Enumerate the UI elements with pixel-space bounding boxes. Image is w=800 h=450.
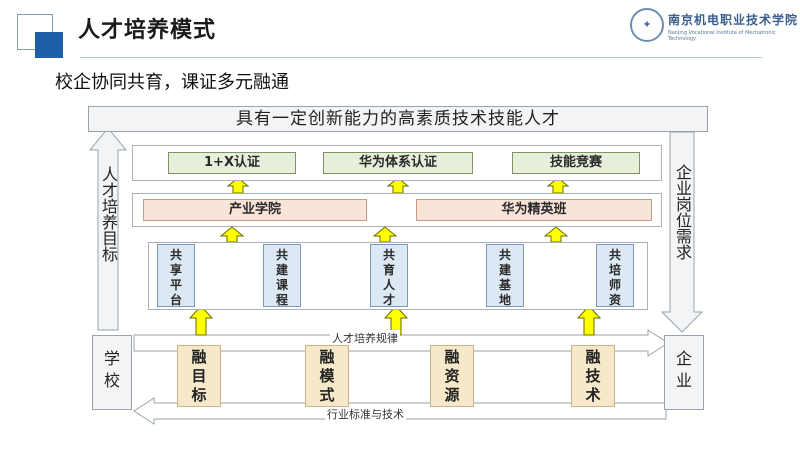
integration-item: 融技术 [571, 345, 615, 407]
flow-top-label: 人才培养规律 [330, 330, 400, 346]
school-text: 学校 [103, 349, 120, 390]
left-vertical-label: 人才培养目标 [98, 166, 118, 267]
co-build-item: 共建基地 [486, 244, 524, 307]
platform-item: 华为精英班 [416, 199, 652, 221]
left-vertical-text: 人才培养目标 [99, 166, 118, 262]
cert-item: 华为体系认证 [323, 152, 473, 174]
integration-item: 融目标 [177, 345, 221, 407]
page-title: 人才培养模式 [78, 18, 217, 43]
co-build-item: 共享平台 [157, 244, 195, 307]
integration-item: 融模式 [305, 345, 349, 407]
enterprise-box: 企业 [664, 335, 704, 410]
enterprise-text: 企业 [675, 349, 692, 390]
right-vertical-label: 企业岗位需求 [672, 164, 692, 265]
co-build-text: 共建基地 [498, 248, 511, 307]
integration-text: 融技术 [585, 348, 601, 404]
co-build-item: 共培师资 [596, 244, 634, 307]
co-build-text: 共享平台 [169, 248, 182, 307]
top-goal-bar: 具有一定创新能力的高素质技术技能人才 [88, 106, 708, 132]
left-up-arrow [88, 127, 128, 331]
header-square-fill-icon [35, 32, 63, 58]
cert-item: 技能竞赛 [512, 152, 640, 174]
platform-item: 产业学院 [143, 199, 367, 221]
header-divider [80, 57, 762, 58]
right-vertical-text: 企业岗位需求 [673, 164, 692, 260]
co-build-item: 共育人才 [370, 244, 408, 307]
integration-text: 融目标 [191, 348, 207, 404]
logo-en-text: Nanjing Vocational Institute of Mechatro… [668, 30, 776, 42]
integration-item: 融资源 [430, 345, 474, 407]
integration-text: 融模式 [319, 348, 335, 404]
slide-subtitle: 校企协同共育，课证多元融通 [55, 72, 289, 93]
school-logo-icon: ✦ [630, 8, 664, 42]
right-down-arrow [660, 131, 704, 333]
co-build-text: 共建课程 [275, 248, 288, 307]
co-build-text: 共培师资 [608, 248, 621, 307]
integration-text: 融资源 [444, 348, 460, 404]
cert-item: 1+X认证 [168, 152, 296, 174]
flow-bottom-label: 行业标准与技术 [325, 406, 406, 422]
logo-text: 南京机电职业技术学院 [668, 13, 799, 27]
co-build-text: 共育人才 [382, 248, 395, 307]
school-box: 学校 [92, 335, 132, 410]
co-build-item: 共建课程 [263, 244, 301, 307]
